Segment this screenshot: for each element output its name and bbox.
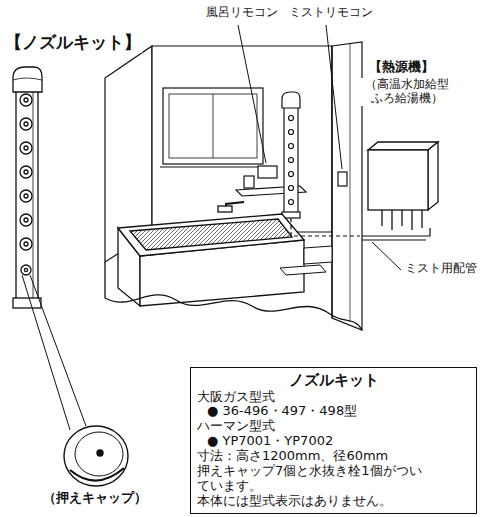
part-label: ミスト用配管 bbox=[404, 262, 478, 276]
nozzle-column bbox=[24, 146, 28, 150]
shelf bbox=[244, 176, 254, 188]
wall-nozzle bbox=[289, 186, 294, 191]
mist-pipe bbox=[362, 239, 426, 240]
mist-pipe bbox=[291, 218, 430, 240]
nozzle-column bbox=[16, 90, 38, 300]
nozzle-column bbox=[24, 122, 28, 126]
nozzle-column bbox=[20, 118, 32, 130]
nozzle-column bbox=[20, 142, 32, 154]
wall-nozzle bbox=[289, 172, 294, 177]
mist-pipe bbox=[362, 228, 430, 236]
nozzle-column bbox=[24, 98, 28, 102]
bathroom-room bbox=[105, 42, 362, 330]
bathtub bbox=[118, 202, 304, 306]
part-label: （押えキャップ） bbox=[42, 491, 148, 506]
box-text: 本体には型式表示はありません。 bbox=[197, 494, 470, 509]
cap-detail bbox=[75, 432, 123, 476]
bath-remote bbox=[258, 166, 277, 178]
nozzle-column bbox=[13, 298, 41, 308]
window bbox=[163, 88, 263, 164]
zoom-lines bbox=[22, 275, 70, 430]
box-text: 大阪ガス型式 bbox=[197, 390, 470, 405]
zoom-lines bbox=[22, 275, 86, 430]
mist-remote bbox=[338, 172, 347, 186]
wall-nozzle bbox=[289, 144, 294, 149]
window bbox=[213, 94, 214, 158]
nozzle-column bbox=[20, 190, 32, 202]
cap-detail bbox=[70, 468, 124, 481]
window bbox=[169, 94, 257, 158]
mist-remote bbox=[338, 172, 347, 186]
nozzle-column bbox=[20, 238, 32, 250]
wall-nozzle bbox=[282, 92, 300, 108]
window bbox=[160, 166, 266, 167]
cap-detail bbox=[64, 426, 128, 486]
mist-pipe bbox=[291, 218, 360, 236]
bathtub bbox=[218, 206, 232, 212]
box-text: ● YP7001・YP7002 bbox=[197, 434, 470, 449]
wall-nozzle bbox=[289, 130, 294, 135]
heat-source-unit bbox=[368, 142, 438, 150]
part-label: 【熱源機】 bbox=[368, 60, 435, 75]
heat-source-unit bbox=[391, 210, 392, 230]
bathroom-room bbox=[152, 46, 332, 232]
box-text: 寸法：高さ1200mm、径60mm bbox=[197, 449, 470, 464]
window bbox=[160, 88, 266, 167]
zoom-lines bbox=[30, 275, 86, 426]
part-label: 風呂リモコン bbox=[205, 6, 279, 20]
leader-line bbox=[238, 25, 266, 163]
nozzle-column bbox=[21, 265, 31, 275]
part-label: ミストリモコン bbox=[288, 6, 374, 20]
wall-nozzle bbox=[289, 200, 294, 205]
nozzle-column bbox=[20, 214, 32, 226]
bathroom-room bbox=[332, 42, 362, 330]
bathroom-room bbox=[350, 44, 351, 322]
heat-source-unit bbox=[421, 210, 422, 228]
nozzle-column bbox=[13, 67, 42, 92]
leader-line bbox=[326, 25, 342, 169]
nozzle-column bbox=[33, 92, 34, 300]
box-text: ハーマン型式 bbox=[197, 419, 470, 434]
heat-source-unit bbox=[428, 142, 438, 210]
heat-source-unit bbox=[368, 142, 438, 230]
part-note: （高温水加給型 ふろ給湯機） bbox=[360, 78, 454, 106]
wash-area bbox=[304, 246, 332, 264]
nozzle-column bbox=[24, 242, 28, 246]
nozzle-column bbox=[24, 194, 28, 198]
heat-source-unit bbox=[401, 210, 402, 226]
nozzle-column bbox=[20, 166, 32, 178]
nozzle-column bbox=[24, 170, 28, 174]
nozzle-column bbox=[24, 268, 27, 271]
leader-line bbox=[372, 242, 401, 270]
heat-source-unit bbox=[381, 210, 382, 226]
cut-line bbox=[105, 262, 362, 330]
heat-source-unit bbox=[411, 210, 412, 230]
nozzle-column bbox=[13, 78, 42, 80]
bath-remote bbox=[258, 166, 277, 178]
bathtub bbox=[118, 214, 304, 256]
nozzle-column bbox=[24, 218, 28, 222]
figure-title: 【ノズルキット】 bbox=[4, 33, 142, 53]
nozzle-column bbox=[20, 94, 32, 106]
wall-nozzle bbox=[289, 158, 294, 163]
cap-detail bbox=[97, 450, 103, 456]
heat-source-unit bbox=[368, 150, 428, 210]
box-text: ● 36-496・497・498型 bbox=[197, 404, 470, 419]
wall-nozzle bbox=[282, 92, 300, 218]
wall-nozzle bbox=[284, 106, 298, 216]
wall-nozzle bbox=[289, 116, 294, 121]
bathtub bbox=[130, 219, 292, 250]
wash-area bbox=[280, 265, 326, 275]
cap-detail bbox=[64, 426, 128, 486]
box-text: 押えキャップ7個と水抜き栓1個がつい ています。 bbox=[197, 464, 470, 494]
box-heading: ノズルキット bbox=[197, 371, 470, 390]
nozzle-column bbox=[13, 67, 42, 308]
wash-area bbox=[280, 246, 332, 275]
info-box: ノズルキット大阪ガス型式● 36-496・497・498型ハーマン型式● YP7… bbox=[190, 367, 477, 514]
